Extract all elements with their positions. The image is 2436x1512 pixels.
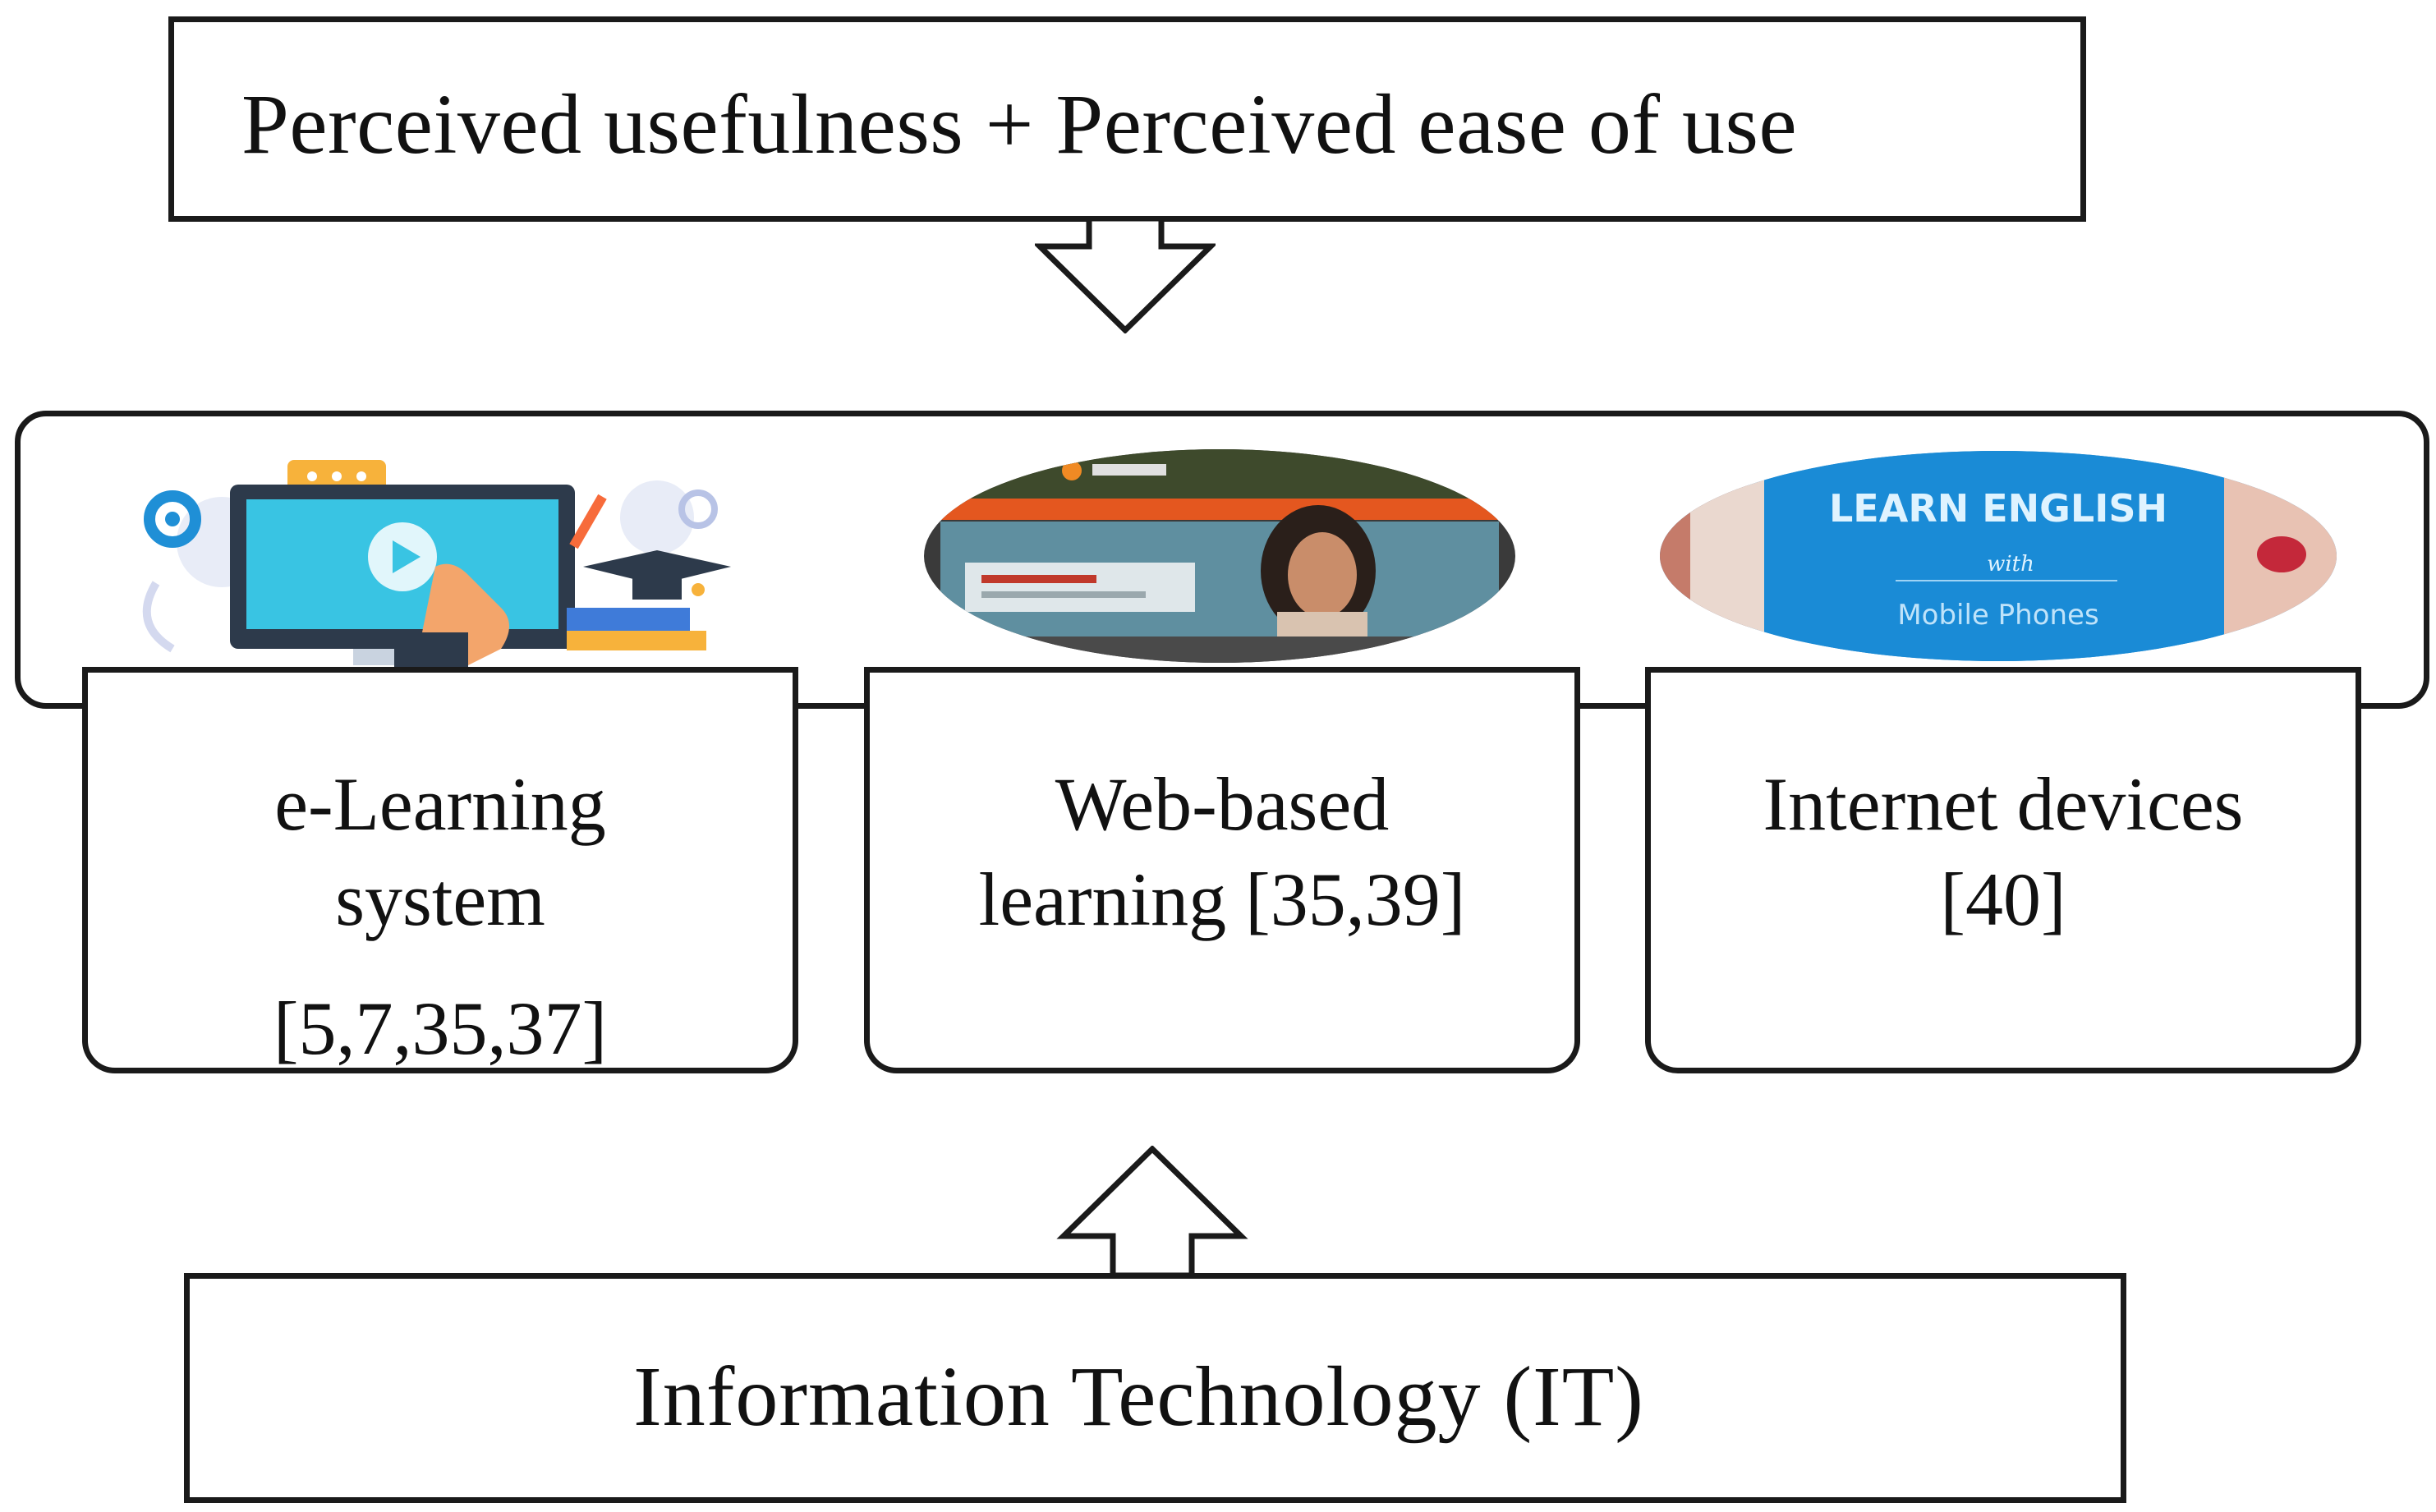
e-learning-line1: e-Learning bbox=[274, 762, 606, 846]
phone-title-text: LEARN ENGLISH bbox=[1829, 486, 2167, 531]
up-arrow-icon bbox=[1056, 1146, 1248, 1279]
phone-with-text: with bbox=[1987, 552, 2034, 577]
internet-devices-line2: [40] bbox=[1940, 857, 2066, 941]
internet-devices-box: Internet devices [40] bbox=[1645, 667, 2361, 1073]
down-arrow-icon bbox=[1035, 217, 1216, 333]
bottom-concept-box: Information Technology (IT) bbox=[184, 1273, 2126, 1503]
web-based-line1: Web-based bbox=[1055, 762, 1390, 846]
web-page-screenshot-icon bbox=[924, 449, 1515, 663]
web-based-line2: learning [35,39] bbox=[978, 857, 1466, 941]
e-learning-illustration-icon bbox=[142, 460, 731, 673]
bottom-concept-label: Information Technology (IT) bbox=[633, 1349, 1644, 1444]
internet-devices-line1: Internet devices bbox=[1763, 762, 2244, 846]
top-concept-label: Perceived usefulness + Perceived ease of… bbox=[241, 76, 1798, 172]
e-learning-line2: system bbox=[335, 857, 545, 941]
e-learning-ref: [5,7,35,37] bbox=[273, 986, 608, 1070]
e-learning-box: e-Learning system [5,7,35,37] bbox=[82, 667, 798, 1073]
mobile-phone-photo-icon: LEARN ENGLISH with Mobile Phones bbox=[1660, 451, 2337, 661]
web-based-learning-box: Web-based learning [35,39] bbox=[864, 667, 1580, 1073]
top-concept-box: Perceived usefulness + Perceived ease of… bbox=[168, 16, 2086, 222]
phone-subtitle-text: Mobile Phones bbox=[1897, 599, 2098, 632]
